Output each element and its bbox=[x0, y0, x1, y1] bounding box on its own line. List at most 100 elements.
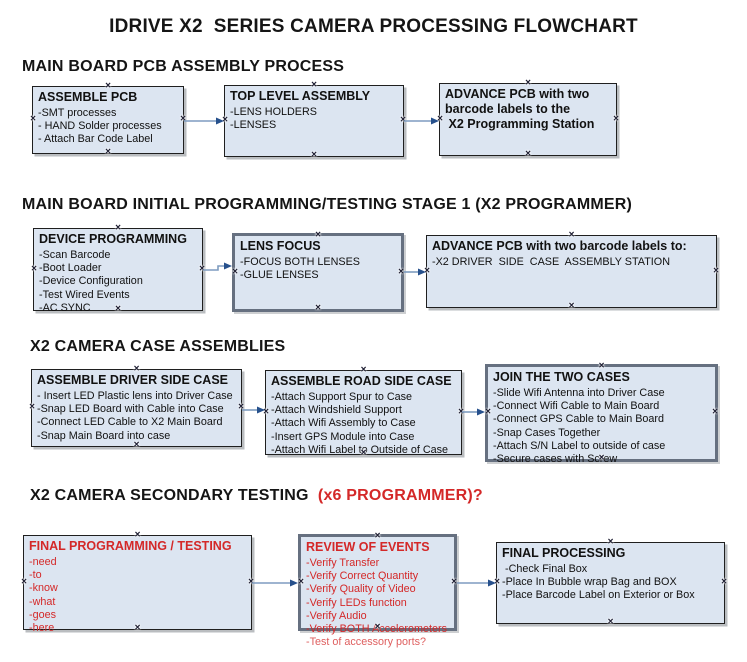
box-title: ASSEMBLE ROAD SIDE CASE bbox=[271, 374, 452, 388]
box-item-line: -AC SYNC bbox=[39, 301, 91, 314]
box-items: -X2 DRIVER SIDE CASE ASSEMBLY STATION bbox=[432, 256, 712, 269]
connection-point-icon: × bbox=[568, 300, 575, 312]
box-title: DEVICE PROGRAMMING bbox=[39, 232, 187, 246]
connection-point-icon: × bbox=[180, 113, 186, 125]
section-heading-secondary-testing: X2 CAMERA SECONDARY TESTING (x6 PROGRAMM… bbox=[30, 487, 483, 505]
box-item-line: -to bbox=[29, 569, 42, 582]
flow-box-device-programming: DEVICE PROGRAMMING -Scan Barcode-Boot Lo… bbox=[31, 223, 205, 314]
box-item-line: -goes bbox=[29, 608, 57, 621]
flow-arrow bbox=[242, 406, 265, 414]
box-item-line: -here bbox=[29, 622, 55, 635]
flow-arrow bbox=[462, 408, 485, 416]
box-item-line: -Verify LEDs function bbox=[306, 596, 407, 609]
section-heading-secondary-testing-black: X2 CAMERA SECONDARY TESTING bbox=[30, 487, 318, 504]
box-item-line: -Attach Wifi Label to Outside of Case bbox=[271, 443, 449, 456]
box-items: -Scan Barcode-Boot Loader-Device Configu… bbox=[39, 249, 198, 315]
box-items: -Slide Wifi Antenna into Driver Case-Con… bbox=[493, 387, 711, 466]
connection-point-icon: × bbox=[398, 266, 404, 277]
box-item-line: -Snap LED Board with Cable into Case bbox=[37, 403, 224, 416]
connection-point-icon: × bbox=[607, 616, 614, 628]
box-item-line: -Check Final Box bbox=[502, 563, 588, 575]
box-item-line: -Verify BOTH Accelerometers bbox=[306, 623, 447, 636]
box-item-line: -Slide Wifi Antenna into Driver Case bbox=[493, 387, 665, 399]
box-item-line: -Connect GPS Cable to Main Board bbox=[493, 413, 665, 426]
connection-point-icon: × bbox=[525, 148, 531, 160]
section-heading-secondary-testing-red: (x6 PROGRAMMER)? bbox=[317, 487, 483, 504]
box-title: FINAL PROGRAMMING / TESTING bbox=[29, 539, 232, 553]
connection-point-icon: × bbox=[105, 146, 111, 158]
box-items: -Check Final Box-Place In Bubble wrap Ba… bbox=[502, 563, 720, 603]
box-item-line: -what bbox=[29, 595, 56, 608]
box-item-line: -Attach Windshield Support bbox=[271, 404, 402, 417]
box-items: -Attach Support Spur to Case-Attach Wind… bbox=[271, 391, 457, 457]
flow-arrow bbox=[184, 117, 224, 125]
box-item-line: -FOCUS BOTH LENSES bbox=[240, 256, 360, 268]
flow-arrow bbox=[404, 268, 426, 276]
box-item-line: -LENSES bbox=[230, 119, 277, 132]
box-item-line: -Verify Quality of Video bbox=[306, 583, 416, 596]
box-items: -need-to-know-what-goes-here bbox=[29, 556, 247, 635]
box-item-line: -Verify Transfer bbox=[306, 557, 380, 569]
box-item-line: -Test of accessory ports? bbox=[306, 636, 427, 649]
box-item-line: -Verify Audio bbox=[306, 609, 367, 622]
box-title: FINAL PROCESSING bbox=[502, 546, 626, 560]
connection-point-icon: × bbox=[713, 265, 719, 276]
box-item-line: -Attach Wifi Assembly to Case bbox=[271, 417, 416, 430]
section-heading-initial-programming: MAIN BOARD INITIAL PROGRAMMING/TESTING S… bbox=[22, 196, 633, 213]
flow-box-assemble-pcb: ASSEMBLE PCB -SMT processes- HAND Solder… bbox=[30, 81, 186, 157]
flow-box-assemble-driver-side-case: ASSEMBLE DRIVER SIDE CASE - Insert LED P… bbox=[29, 364, 244, 450]
connection-point-icon: × bbox=[232, 266, 238, 277]
section-heading-case-assemblies: X2 CAMERA CASE ASSEMBLIES bbox=[30, 338, 286, 355]
box-item-line: -Place In Bubble wrap Bag and BOX bbox=[502, 576, 677, 589]
box-item-line: -Verify Correct Quantity bbox=[306, 570, 419, 583]
connection-point-icon: × bbox=[30, 113, 36, 125]
flow-box-final-processing: FINAL PROCESSING -Check Final Box-Place … bbox=[494, 537, 727, 627]
box-items: -LENS HOLDERS-LENSES bbox=[230, 106, 399, 132]
connection-point-icon: × bbox=[437, 113, 443, 124]
connection-point-icon: × bbox=[613, 113, 619, 124]
connection-point-icon: × bbox=[222, 114, 228, 126]
box-item-line: -Attach S/N Label to outside of case bbox=[493, 439, 666, 452]
box-item-line: -Connect Wifi Cable to Main Board bbox=[493, 400, 660, 413]
box-item-line: -know bbox=[29, 582, 58, 595]
flow-box-review-of-events: REVIEW OF EVENTS -Verify Transfer-Verify… bbox=[298, 531, 457, 648]
connection-point-icon: × bbox=[298, 576, 304, 587]
flow-box-lens-focus: LENS FOCUS -FOCUS BOTH LENSES-GLUE LENSE… bbox=[232, 230, 404, 314]
box-item-line: -need bbox=[29, 556, 57, 568]
connection-point-icon: × bbox=[21, 576, 27, 587]
connection-point-icon: × bbox=[199, 263, 205, 274]
box-title: LENS FOCUS bbox=[240, 239, 321, 253]
connection-point-icon: × bbox=[263, 406, 269, 417]
box-item-line: -Attach Support Spur to Case bbox=[271, 391, 413, 403]
connection-point-icon: × bbox=[494, 576, 500, 588]
box-item-line: - Insert LED Plastic lens into Driver Ca… bbox=[37, 390, 233, 402]
connection-point-icon: × bbox=[400, 114, 406, 126]
connection-point-icon: × bbox=[315, 302, 321, 314]
box-item-line: -Test Wired Events bbox=[39, 288, 130, 301]
flow-box-final-programming-testing: FINAL PROGRAMMING / TESTING -need-to-kno… bbox=[21, 530, 254, 634]
box-item-line: -Insert GPS Module into Case bbox=[271, 430, 415, 443]
box-item-line: - Attach Bar Code Label bbox=[38, 133, 153, 146]
box-title: ADVANCE PCB with two barcode labels to: bbox=[432, 239, 687, 253]
connection-point-icon: × bbox=[458, 406, 464, 417]
connection-point-icon: × bbox=[424, 265, 430, 276]
connection-point-icon: × bbox=[721, 576, 727, 588]
connection-point-icon: × bbox=[31, 263, 37, 274]
flow-box-advance-pcb-programming-station: ADVANCE PCB with two barcode labels to t… bbox=[437, 78, 619, 159]
box-item-line: -X2 DRIVER SIDE CASE ASSEMBLY STATION bbox=[432, 256, 670, 268]
box-item-line: -Snap Cases Together bbox=[493, 426, 601, 439]
box-item-line: -Scan Barcode bbox=[39, 249, 111, 261]
connection-point-icon: × bbox=[248, 576, 254, 587]
connection-point-icon: × bbox=[29, 401, 35, 413]
flow-box-advance-pcb-driver-side-station: ADVANCE PCB with two barcode labels to: … bbox=[424, 230, 719, 311]
section-heading-pcb-assembly: MAIN BOARD PCB ASSEMBLY PROCESS bbox=[22, 58, 345, 75]
box-title: TOP LEVEL ASSEMBLY bbox=[230, 89, 371, 103]
box-items: -FOCUS BOTH LENSES-GLUE LENSES bbox=[240, 256, 397, 282]
box-title: JOIN THE TWO CASES bbox=[493, 370, 630, 384]
box-item-line: -SMT processes bbox=[38, 107, 117, 119]
box-items: -Verify Transfer-Verify Correct Quantity… bbox=[306, 557, 450, 649]
flow-arrow bbox=[457, 579, 496, 587]
box-item-line: -Connect LED Cable to X2 Main Board bbox=[37, 416, 223, 429]
box-item-line: -GLUE LENSES bbox=[240, 269, 319, 282]
